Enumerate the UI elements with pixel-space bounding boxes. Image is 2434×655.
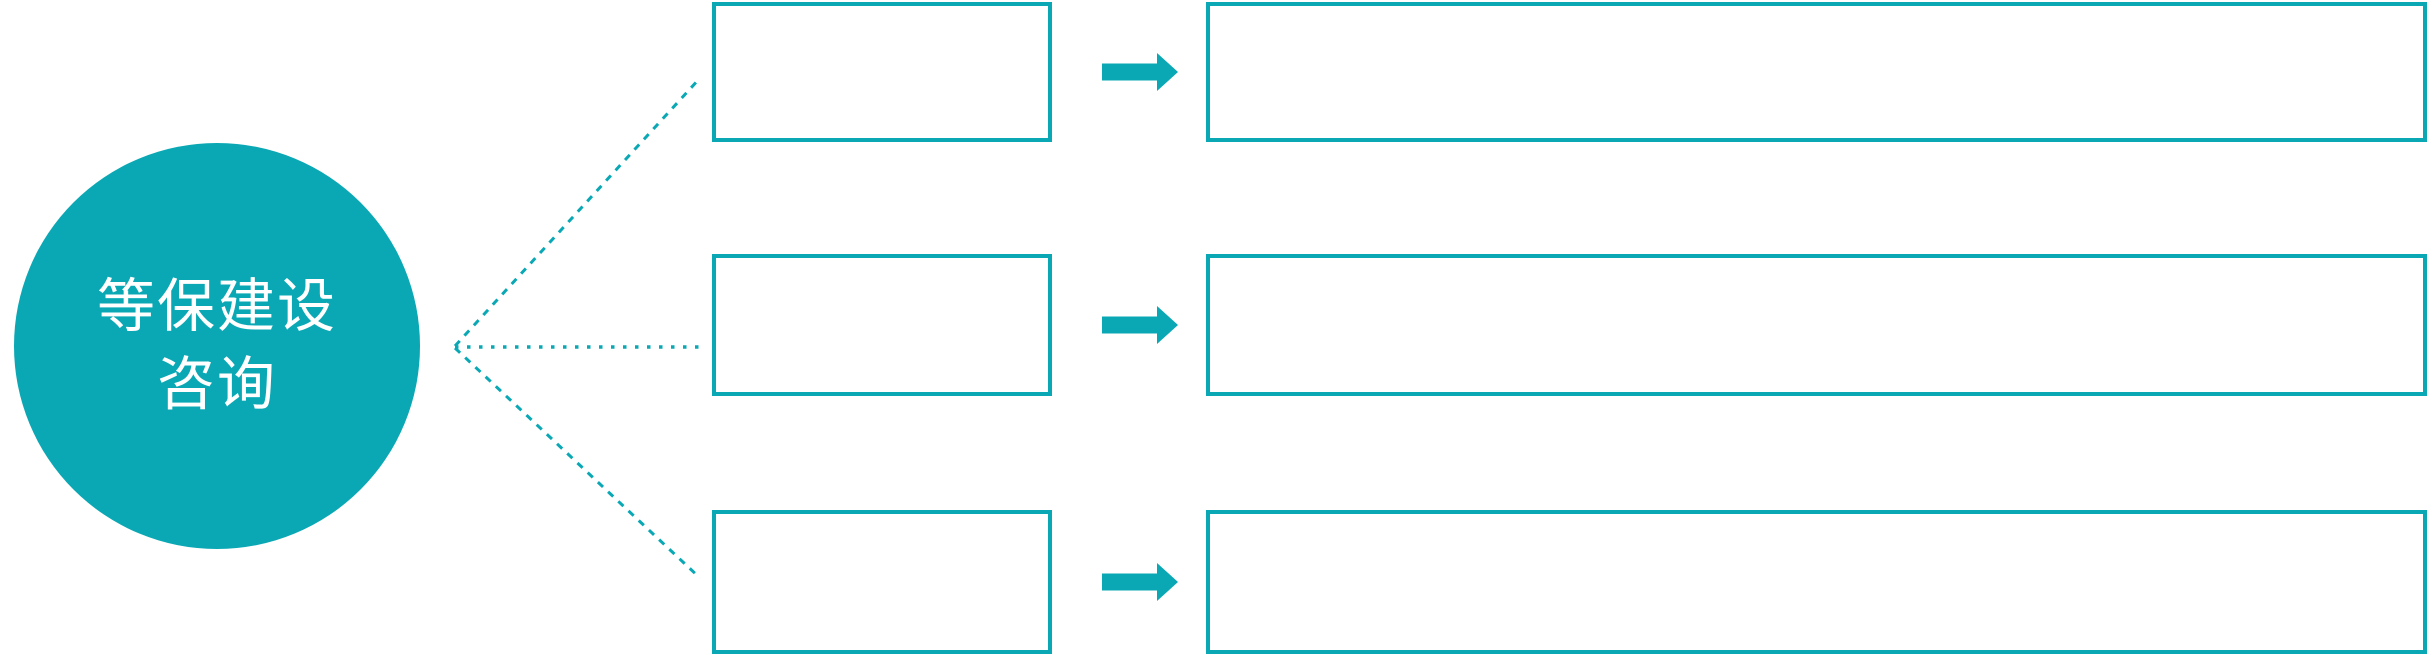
target-box-3 [1206,510,2427,654]
hub-circle-label-line1: 等保建设 [96,274,337,339]
source-box-1-label [716,6,1048,138]
hub-circle: 等保建设 咨询 [14,143,420,549]
source-box-3 [712,510,1052,654]
target-box-3-label [1210,514,2423,650]
arrow-right-icon [1102,306,1178,344]
source-box-3-label [716,514,1048,650]
source-box-2 [712,254,1052,396]
arrow-right-icon [1102,563,1178,601]
arrow-right-icon-shape [1102,306,1178,344]
target-box-1 [1206,2,2427,142]
hub-circle-label-line2: 咨询 [156,352,277,417]
arrow-right-icon-shape [1102,53,1178,91]
connector-line-top [453,76,702,348]
target-box-1-label [1210,6,2423,138]
target-box-2-label [1210,258,2423,392]
source-box-1 [712,2,1052,142]
source-box-2-label [716,258,1048,392]
connector-line-bottom [453,346,702,580]
arrow-right-icon-shape [1102,563,1178,601]
arrow-right-icon [1102,53,1178,91]
target-box-2 [1206,254,2427,396]
